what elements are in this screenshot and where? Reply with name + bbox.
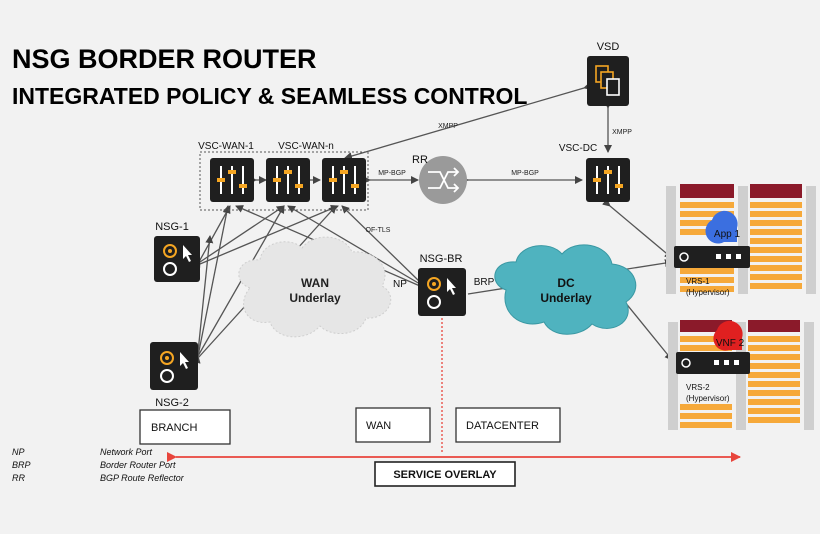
port-icon — [163, 244, 177, 258]
crossing-arrows-icon — [428, 167, 460, 193]
dc-cloud-label-2: Underlay — [540, 291, 592, 305]
cursor-icon — [180, 352, 189, 369]
vsd-node[interactable]: VSD — [587, 41, 629, 106]
nsg-1-label: NSG-1 — [155, 221, 189, 233]
service-overlay-label: SERVICE OVERLAY — [393, 469, 497, 481]
vsc-wan-group — [199, 151, 369, 211]
nsg-1-node[interactable]: NSG-1 — [154, 221, 200, 282]
mp-bgp-right-label: MP-BGP — [511, 170, 539, 177]
vnf-2-badge — [713, 320, 743, 351]
nsg-br-node[interactable]: NSG-BR — [418, 253, 466, 316]
zone-wan: WAN — [355, 407, 431, 443]
legend-abbr-brp: BRP — [12, 460, 31, 470]
zone-wan-label: WAN — [366, 420, 391, 432]
title-line-2: INTEGRATED POLICY & SEAMLESS CONTROL — [12, 83, 527, 109]
vsd-label: VSD — [597, 41, 620, 53]
wan-cloud-label-2: Underlay — [289, 291, 341, 305]
rack-group-2 — [668, 320, 814, 430]
dc-cloud-label-1: DC — [557, 276, 575, 290]
vsc-wan-2-node[interactable] — [266, 158, 310, 202]
port-icon — [160, 351, 174, 365]
service-overlay-box: SERVICE OVERLAY — [374, 461, 516, 487]
vsc-wan-1-node[interactable]: VSC-WAN-1 — [198, 141, 254, 202]
port-icon — [163, 262, 177, 276]
vsc-wan-n-node[interactable]: VSC-WAN-n — [278, 141, 366, 202]
zone-branch: BRANCH — [139, 409, 231, 445]
np-label: NP — [393, 279, 407, 290]
port-icon — [679, 252, 689, 262]
rr-label: RR — [412, 154, 428, 166]
port-icon — [160, 369, 174, 383]
legend: NP Network Port BRP Border Router Port R… — [12, 447, 185, 483]
rack-group-1 — [666, 184, 816, 294]
vrs-2-label: VRS-2 — [686, 383, 710, 392]
vrs-1-sub-label: (Hypervisor) — [686, 288, 730, 297]
zone-branch-label: BRANCH — [151, 422, 198, 434]
vnf-2-label: VNF 2 — [716, 338, 745, 349]
route-reflector-node[interactable]: RR — [412, 154, 467, 204]
cursor-icon — [183, 245, 192, 262]
wan-cloud-label-1: WAN — [301, 276, 329, 290]
zone-datacenter-label: DATACENTER — [466, 420, 539, 432]
port-icon — [681, 358, 691, 368]
vsc-dc-label: VSC-DC — [559, 143, 597, 154]
port-icon — [427, 277, 441, 291]
vrs-2-node[interactable]: VNF 2 VRS-2 (Hypervisor) — [676, 320, 750, 403]
nsg-br-label: NSG-BR — [420, 253, 463, 265]
vsc-wan-n-label: VSC-WAN-n — [278, 141, 334, 152]
legend-desc-brp: Border Router Port — [100, 460, 176, 470]
app-1-badge — [705, 210, 738, 244]
wan-cloud: WAN Underlay — [238, 236, 392, 338]
of-tls-label: OF-TLS — [366, 227, 391, 234]
dc-cloud: DC Underlay — [494, 244, 637, 335]
cursor-icon — [447, 278, 456, 295]
zone-datacenter: DATACENTER — [455, 407, 561, 443]
vsc-dc-node[interactable]: VSC-DC — [559, 143, 630, 202]
legend-desc-np: Network Port — [100, 447, 153, 457]
app-1-label: App 1 — [714, 229, 741, 240]
xmpp-right-label: XMPP — [612, 129, 632, 136]
port-icon — [427, 295, 441, 309]
brp-label: BRP — [474, 277, 495, 288]
mp-bgp-left-label: MP-BGP — [378, 170, 406, 177]
legend-desc-rr: BGP Route Reflector — [100, 473, 185, 483]
vsc-wan-1-label: VSC-WAN-1 — [198, 141, 254, 152]
nsg-2-label: NSG-2 — [155, 397, 189, 409]
vrs-2-sub-label: (Hypervisor) — [686, 394, 730, 403]
xmpp-top-label: XMPP — [438, 123, 458, 130]
legend-abbr-np: NP — [12, 447, 25, 457]
vrs-1-node[interactable]: App 1 VRS-1 (Hypervisor) — [674, 210, 750, 297]
legend-abbr-rr: RR — [12, 473, 25, 483]
vrs-1-label: VRS-1 — [686, 277, 710, 286]
title-line-1: NSG BORDER ROUTER — [12, 44, 317, 74]
nsg-2-node[interactable]: NSG-2 — [150, 342, 198, 409]
